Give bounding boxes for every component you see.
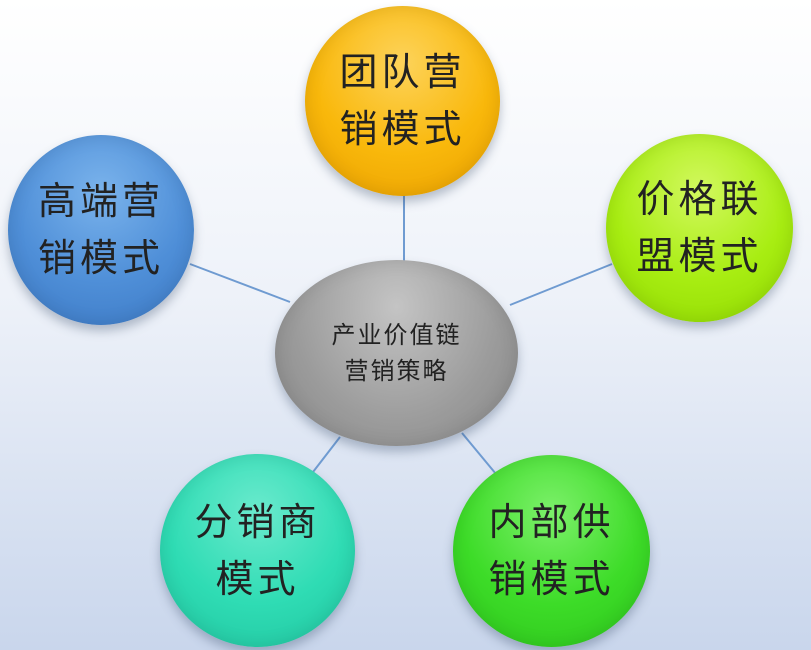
node-internal-supply: 内部供 销模式	[453, 455, 650, 647]
node-team-marketing: 团队营 销模式	[305, 6, 500, 196]
node-internal-supply-label: 内部供 销模式	[488, 500, 615, 601]
node-price-alliance: 价格联 盟模式	[606, 134, 793, 322]
node-team-marketing-label: 团队营 销模式	[339, 50, 466, 151]
node-price-alliance-label: 价格联 盟模式	[636, 177, 763, 278]
link-center-price	[509, 263, 613, 306]
node-highend-marketing-label: 高端营 销模式	[37, 179, 164, 280]
link-center-highend	[189, 263, 291, 303]
link-center-distributor	[312, 436, 341, 473]
center-node: 产业价值链 营销策略	[275, 260, 518, 446]
node-distributor-label: 分销商 模式	[194, 499, 321, 601]
node-highend-marketing: 高端营 销模式	[8, 135, 194, 325]
link-center-internal	[461, 432, 497, 475]
node-distributor: 分销商 模式	[160, 454, 355, 647]
center-node-label: 产业价值链 营销策略	[331, 321, 462, 385]
